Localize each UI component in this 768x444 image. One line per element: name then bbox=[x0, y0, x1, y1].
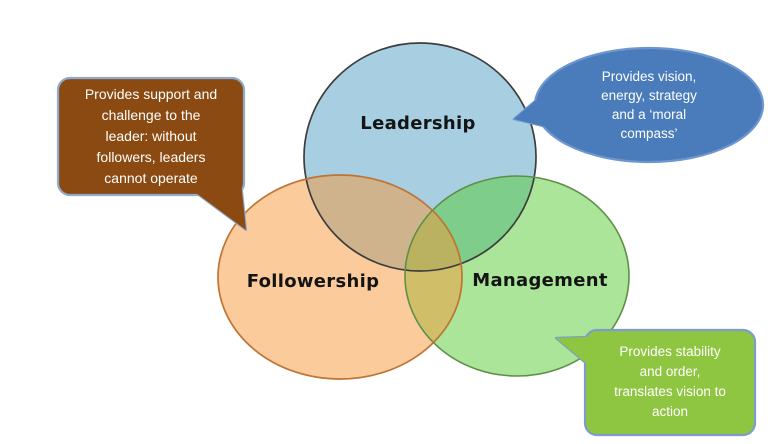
management-callout-bubble bbox=[583, 328, 757, 437]
leadership-callout-bubble bbox=[533, 46, 765, 164]
followership-callout-bubble bbox=[56, 76, 246, 197]
leadership-circle-outline bbox=[303, 42, 537, 272]
followership-circle bbox=[218, 175, 462, 379]
followership-callout-tail-join bbox=[192, 172, 246, 230]
management-callout-tail-join bbox=[556, 336, 614, 370]
management-circle-outline bbox=[404, 175, 630, 377]
followership-circle-outline bbox=[217, 174, 463, 380]
leadership-callout-tail-join bbox=[514, 90, 551, 128]
management-circle bbox=[405, 176, 629, 376]
